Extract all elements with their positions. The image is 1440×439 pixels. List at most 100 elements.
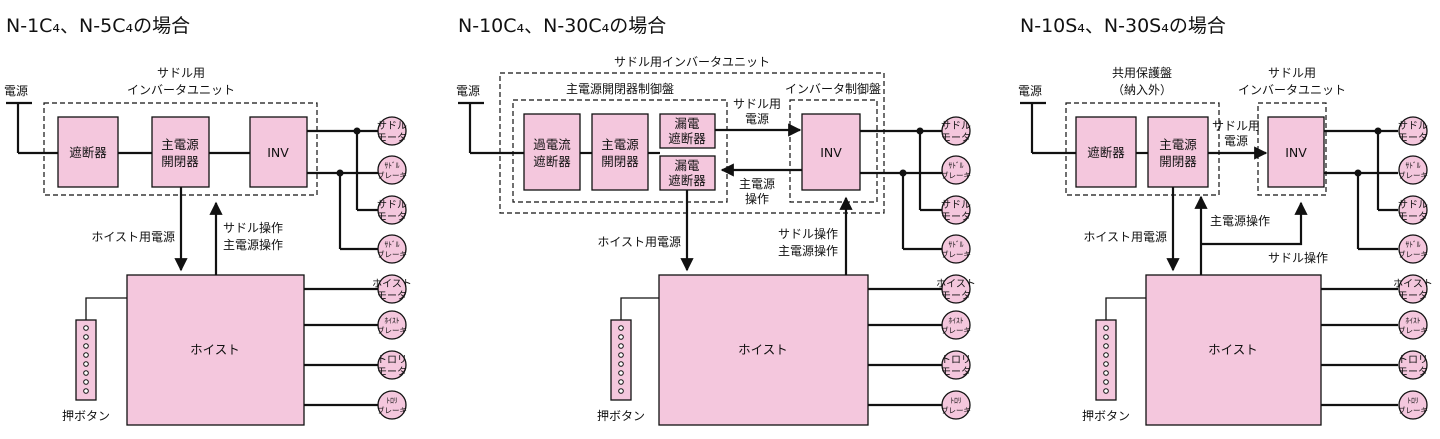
- power-label: 電源: [1018, 84, 1042, 98]
- hoist-label: ホイスト: [190, 342, 240, 357]
- main-switch-box: [1147, 116, 1209, 188]
- svg-text:サドル: サドル: [377, 199, 407, 211]
- panel-3: N-10S₄、N-30S₄の場合 電源 共用保護盤 （納入外） サドル用 インバ…: [1018, 15, 1433, 426]
- panel-2-title: N-10C₄、N-30C₄の場合: [458, 15, 666, 37]
- svg-text:モータ: モータ: [1398, 211, 1428, 223]
- trolley-brake-circle: ﾄﾛﾘ ブレーキ: [1398, 390, 1428, 420]
- panel-1-title: N-1C₄、N-5C₄の場合: [6, 15, 190, 37]
- power-label: 電源: [4, 84, 28, 98]
- saddle-op-label-2: 主電源操作: [223, 237, 283, 252]
- svg-text:サドル: サドル: [941, 120, 971, 132]
- overcurrent-breaker-box: [523, 113, 581, 191]
- inv-panel-label: インバータ制御盤: [785, 81, 881, 96]
- saddle-power-label-1: サドル用: [733, 97, 781, 111]
- saddle-motor-circle-2: サドル モータ: [941, 195, 971, 225]
- saddle-motor-circle: サドル モータ: [377, 116, 407, 146]
- svg-text:ブレーキ: ブレーキ: [941, 170, 971, 180]
- hoist-box: [1145, 274, 1322, 426]
- pushbutton-pendant: [75, 319, 97, 401]
- inverter-unit-label-1: サドル用: [157, 66, 205, 80]
- svg-text:ﾎｲｽﾄ: ﾎｲｽﾄ: [1406, 316, 1421, 325]
- breaker-box: [1075, 116, 1137, 188]
- main-switch-label-1: 主電源: [161, 137, 199, 152]
- pushbutton-pendant: [610, 319, 632, 401]
- overcurrent-breaker-label-1: 過電流: [533, 137, 571, 152]
- hoist-brake-circle: ﾎｲｽﾄ ブレーキ: [377, 310, 407, 340]
- svg-text:モータ: モータ: [941, 132, 971, 144]
- svg-text:ブレーキ: ブレーキ: [1398, 249, 1428, 259]
- svg-text:サドル: サドル: [377, 120, 407, 132]
- saddle-power-label-2: 電源: [1224, 134, 1248, 148]
- inv-label: INV: [1285, 145, 1307, 160]
- svg-text:モータ: モータ: [377, 290, 407, 302]
- hoist-power-label: ホイスト用電源: [91, 230, 175, 244]
- power-label: 電源: [456, 84, 480, 98]
- svg-text:モータ: モータ: [377, 132, 407, 144]
- leak-breaker-1-label-1: 漏電: [674, 116, 700, 131]
- leak-breaker-2-label-1: 漏電: [674, 158, 700, 173]
- main-switch-box: [151, 116, 210, 188]
- shared-panel-label-1: 共用保護盤: [1112, 65, 1172, 80]
- hoist-box: [126, 274, 305, 426]
- leak-breaker-1-label-2: 遮断器: [668, 131, 706, 146]
- hoist-motor-circle: ホイスト モータ: [936, 274, 976, 304]
- saddle-motor-circle: サドル モータ: [941, 116, 971, 146]
- trolley-brake-circle: ﾄﾛﾘ ブレーキ: [941, 390, 971, 420]
- svg-text:ブレーキ: ブレーキ: [941, 405, 971, 415]
- svg-text:ﾎｲｽﾄ: ﾎｲｽﾄ: [949, 316, 964, 325]
- main-power-op-label: 主電源操作: [1210, 213, 1270, 228]
- main-switch-label-2: 開閉器: [161, 154, 199, 169]
- svg-text:ﾄﾛﾘ: ﾄﾛﾘ: [1407, 396, 1418, 405]
- svg-text:モータ: モータ: [941, 290, 971, 302]
- svg-text:サドル: サドル: [1398, 199, 1428, 211]
- breaker-label: 遮断器: [69, 145, 107, 160]
- svg-text:モータ: モータ: [377, 366, 407, 378]
- inv-label: INV: [267, 145, 289, 160]
- saddle-brake-circle: ｻﾄﾞﾙ ブレーキ: [377, 155, 407, 185]
- svg-text:モータ: モータ: [1398, 132, 1428, 144]
- svg-text:ブレーキ: ブレーキ: [377, 249, 407, 259]
- pushbutton-label: 押ボタン: [62, 409, 110, 423]
- leak-breaker-1-box: [659, 113, 716, 149]
- main-switch-box: [591, 113, 649, 191]
- overcurrent-breaker-label-2: 遮断器: [533, 154, 571, 169]
- hoist-power-label: ホイスト用電源: [597, 235, 681, 249]
- svg-text:ﾄﾛﾘ: ﾄﾛﾘ: [386, 396, 397, 405]
- main-panel-label: 主電源開閉器制御盤: [566, 81, 674, 96]
- inverter-unit-label-2: インバータユニット: [1238, 83, 1346, 97]
- saddle-motor-circle-2: サドル モータ: [377, 195, 407, 225]
- saddle-op-label: サドル操作: [1268, 250, 1328, 265]
- hoist-label: ホイスト: [738, 342, 788, 357]
- main-power-op-label-1: 主電源: [739, 177, 775, 191]
- svg-text:ｻﾄﾞﾙ: ｻﾄﾞﾙ: [949, 240, 964, 249]
- pushbutton-dots: [1103, 325, 1109, 394]
- saddle-brake-circle: ｻﾄﾞﾙ ブレーキ: [941, 155, 971, 185]
- main-power-op-label-2: 操作: [745, 191, 769, 206]
- shared-panel-label-2: （納入外）: [1112, 83, 1172, 97]
- svg-text:トロリ: トロリ: [1398, 355, 1428, 366]
- trolley-motor-circle: トロリ モータ: [1398, 350, 1428, 380]
- svg-text:ホイスト: ホイスト: [1393, 278, 1433, 290]
- main-switch-label-1: 主電源: [1159, 137, 1197, 152]
- trolley-motor-circle: トロリ モータ: [941, 350, 971, 380]
- saddle-power-label-1: サドル用: [1212, 119, 1260, 133]
- svg-text:モータ: モータ: [941, 211, 971, 223]
- saddle-brake-circle-2: ｻﾄﾞﾙ ブレーキ: [377, 234, 407, 264]
- svg-text:サドル: サドル: [1398, 120, 1428, 132]
- svg-text:ブレーキ: ブレーキ: [377, 405, 407, 415]
- svg-text:ｻﾄﾞﾙ: ｻﾄﾞﾙ: [949, 161, 964, 170]
- inverter-unit-label-2: インバータユニット: [127, 83, 235, 97]
- pushbutton-pendant: [1095, 319, 1117, 401]
- hoist-box: [658, 274, 869, 426]
- svg-text:ｻﾄﾞﾙ: ｻﾄﾞﾙ: [1406, 240, 1421, 249]
- svg-text:ホイスト: ホイスト: [372, 278, 412, 290]
- hoist-motor-circle: ホイスト モータ: [372, 274, 412, 304]
- inverter-unit-label-1: サドル用: [1268, 66, 1316, 80]
- leak-breaker-2-box: [659, 155, 716, 191]
- saddle-brake-circle: ｻﾄﾞﾙ ブレーキ: [1398, 155, 1428, 185]
- svg-text:ブレーキ: ブレーキ: [941, 325, 971, 335]
- svg-text:ｻﾄﾞﾙ: ｻﾄﾞﾙ: [385, 240, 400, 249]
- main-switch-label-2: 開閉器: [601, 154, 639, 169]
- svg-text:ブレーキ: ブレーキ: [377, 325, 407, 335]
- svg-text:モータ: モータ: [1398, 290, 1428, 302]
